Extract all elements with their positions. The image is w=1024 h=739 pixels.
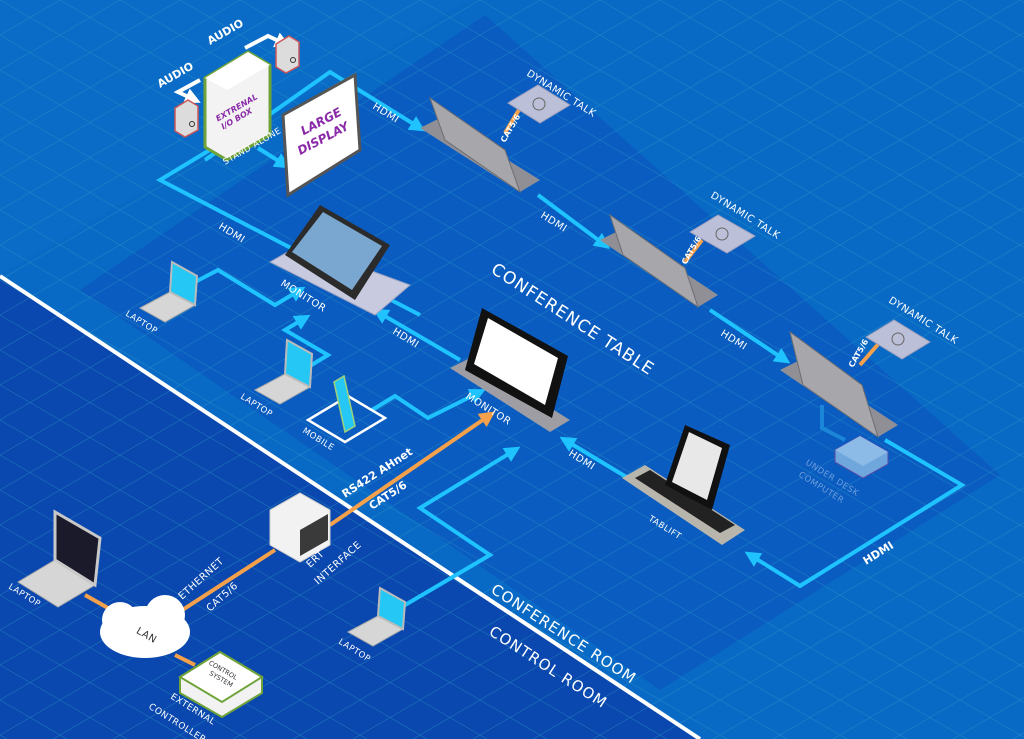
laptop-mid[interactable]: [253, 338, 314, 405]
lift-monitor-3[interactable]: [780, 330, 898, 439]
room-divider: [0, 274, 702, 739]
stand-alone-wire: [256, 146, 291, 169]
cat-wire-1: [503, 106, 522, 135]
monitor-left[interactable]: [268, 205, 411, 316]
under-desk-wire: [820, 405, 846, 442]
hdmi-wire-right: [744, 438, 966, 589]
wires: [84, 32, 966, 667]
tablift[interactable]: [622, 425, 745, 545]
hdmi-wire-lift2-lift3: [708, 308, 791, 364]
large-display[interactable]: LARGE DISPLAY: [281, 72, 362, 198]
hdmi-wire-laptop-bottom: [398, 446, 521, 610]
laptop-top[interactable]: [138, 260, 199, 323]
hdmi-wire-lift1-lift2: [536, 193, 611, 249]
cat-wire-3: [858, 340, 882, 367]
hdmi-wire-mobile: [370, 389, 486, 421]
ethernet-wire-ert: [168, 548, 277, 620]
lan-cloud[interactable]: LAN: [100, 595, 190, 658]
hdmi-wire-center-to-left: [372, 308, 462, 362]
control-system[interactable]: CONTROL SYSTEM: [178, 650, 264, 719]
dynamic-talk-3[interactable]: [865, 319, 931, 360]
monitor-center[interactable]: [450, 308, 570, 432]
dynamic-talk-2[interactable]: [689, 214, 756, 254]
speaker-right-icon: [275, 35, 300, 74]
speaker-left-icon: [174, 99, 199, 138]
cat-wire-2: [683, 238, 704, 264]
audio-wire-1: [173, 78, 201, 104]
ethernet-wire-control: [174, 653, 196, 667]
lift-monitor-2[interactable]: [600, 213, 718, 309]
hdmi-wire-laptop-mid: [281, 314, 332, 374]
rs422-wire: [328, 411, 496, 527]
io-box[interactable]: EXTRENAL I/O BOX: [203, 50, 272, 162]
under-desk-computer[interactable]: [834, 435, 889, 479]
ert-interface[interactable]: [269, 492, 331, 563]
mobile[interactable]: [305, 374, 388, 444]
dynamic-talk-1[interactable]: [507, 84, 571, 124]
lift-monitor-1[interactable]: [420, 96, 540, 194]
laptop-control[interactable]: [17, 509, 102, 608]
hdmi-wire-tablift: [559, 436, 630, 480]
hdmi-wire-laptop-top: [194, 267, 306, 308]
laptop-bottom[interactable]: [346, 586, 407, 647]
